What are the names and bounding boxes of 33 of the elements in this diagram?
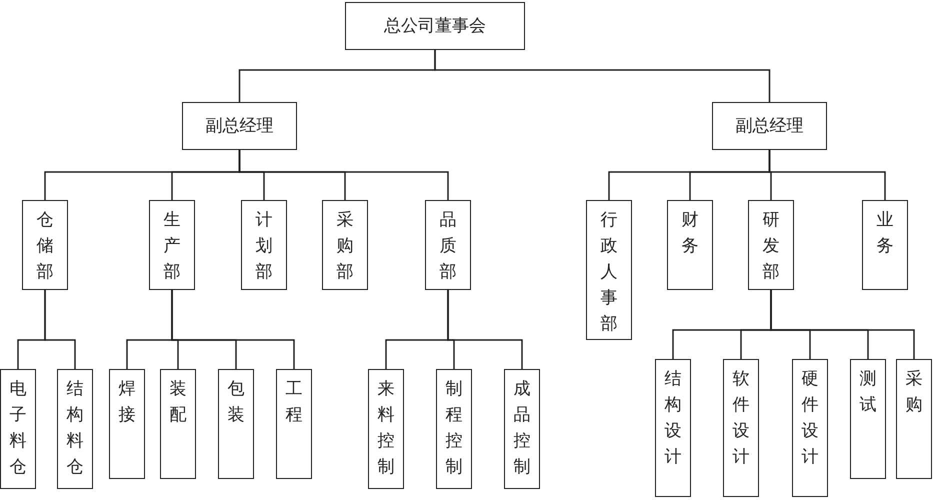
connector-line <box>238 150 449 200</box>
org-box: 包装 <box>218 369 254 479</box>
org-box: 制程控制 <box>436 369 472 489</box>
org-box: 总公司董事会 <box>345 2 525 50</box>
org-box: 行政人事部 <box>586 200 632 340</box>
connector-line <box>171 290 295 369</box>
org-box: 研发部 <box>748 200 794 290</box>
org-box: 结构设计 <box>655 359 691 497</box>
org-box: 硬件设计 <box>792 359 828 497</box>
org-box: 来料控制 <box>368 369 404 489</box>
org-box: 焊接 <box>109 369 145 479</box>
org-box: 软件设计 <box>723 359 759 497</box>
connector-line <box>768 150 886 200</box>
org-box: 工程 <box>276 369 312 479</box>
org-box: 测试 <box>850 359 886 479</box>
org-box: 副总经理 <box>712 102 827 150</box>
org-box: 电子料仓 <box>0 369 36 489</box>
org-box: 生产部 <box>149 200 195 290</box>
org-box: 装配 <box>160 369 196 479</box>
org-box: 采购 <box>896 359 932 479</box>
connector-line <box>434 50 770 102</box>
org-box: 采购部 <box>322 200 368 290</box>
org-box: 品质部 <box>425 200 471 290</box>
org-box: 业务 <box>862 200 908 290</box>
org-box: 仓储部 <box>22 200 68 290</box>
org-box: 计划部 <box>241 200 287 290</box>
org-box: 副总经理 <box>182 102 297 150</box>
org-box: 成品控制 <box>504 369 540 489</box>
org-box: 财务 <box>667 200 713 290</box>
connector-line <box>770 290 915 359</box>
connector-line <box>44 290 76 369</box>
org-box: 结构料仓 <box>57 369 93 489</box>
connector-line <box>447 290 523 369</box>
